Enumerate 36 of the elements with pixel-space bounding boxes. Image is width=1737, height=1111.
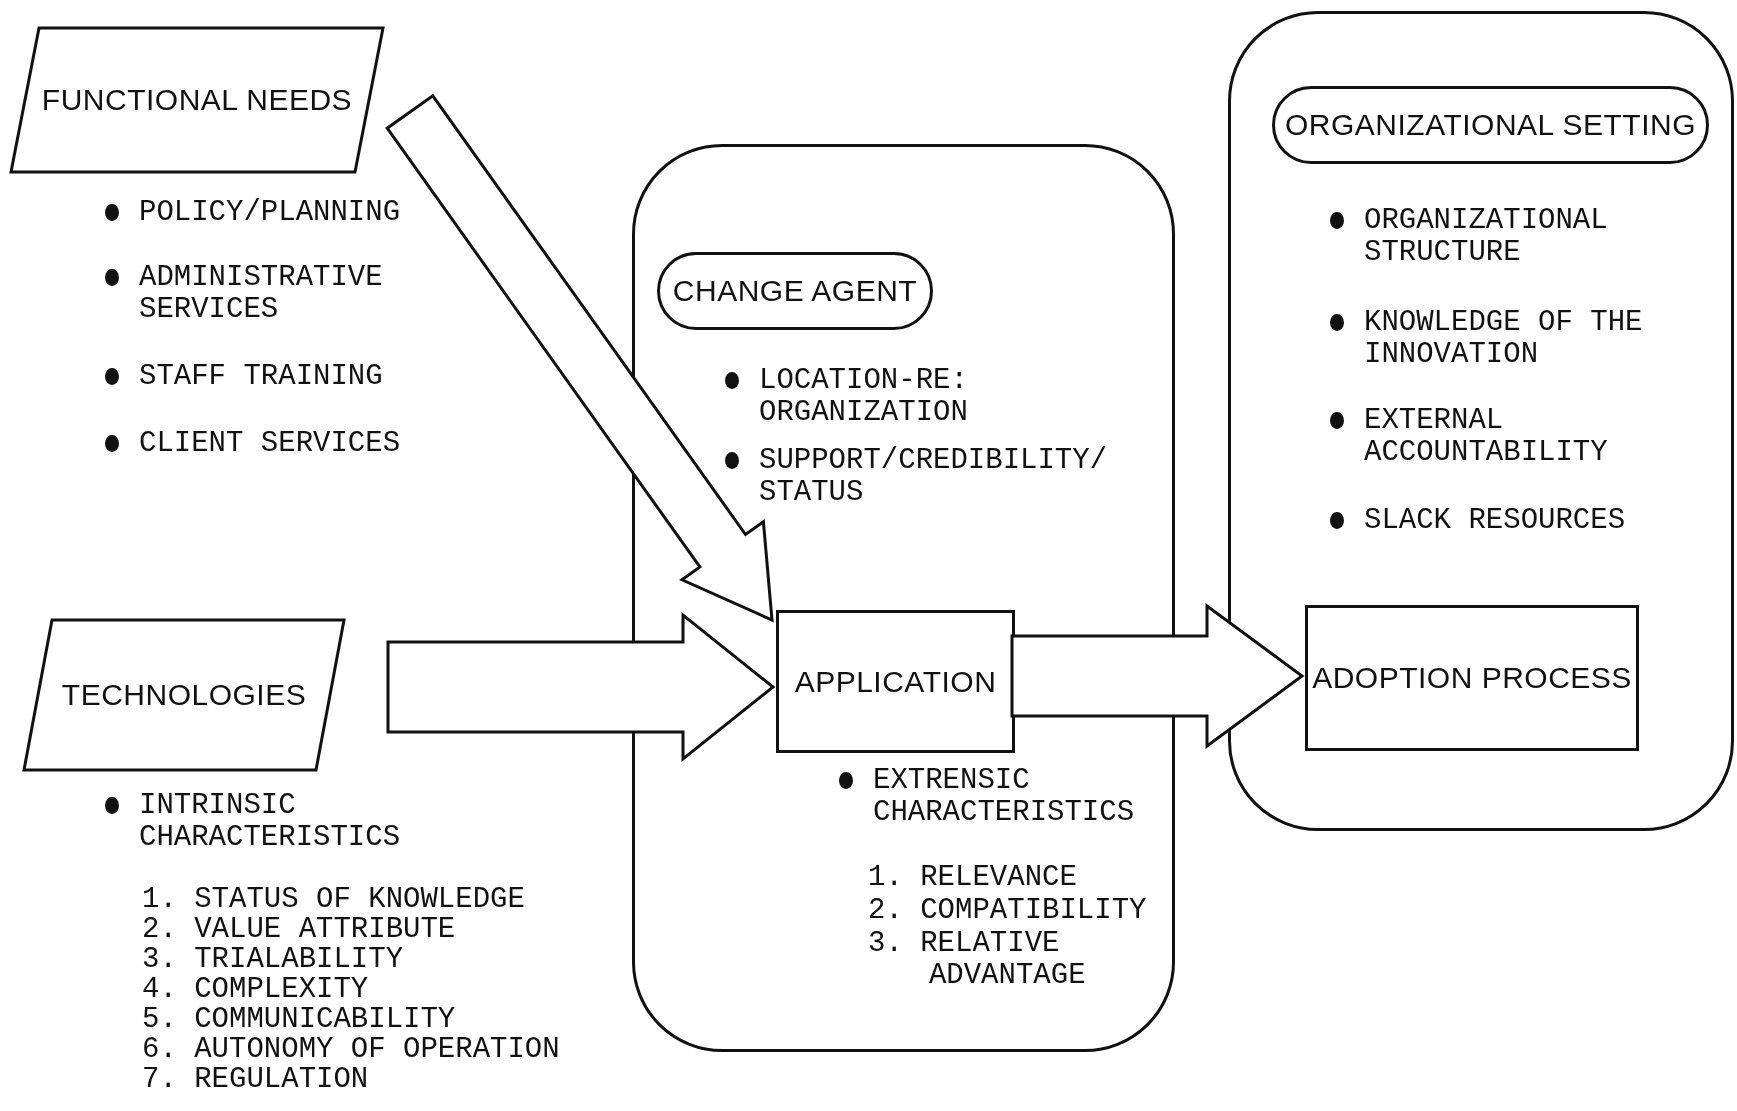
node-title: TECHNOLOGIES <box>61 678 307 712</box>
input-parallelogram <box>24 620 344 770</box>
bullet-text: POLICY/PLANNING <box>139 197 401 229</box>
bullet-text: STAFF TRAINING <box>139 361 383 393</box>
bullet-text: SLACK RESOURCES <box>1364 505 1626 537</box>
numbered-item: 1. STATUS OF KNOWLEDGE <box>142 884 525 916</box>
numbered-item: 5. COMMUNICABILITY <box>142 1004 456 1036</box>
block-arrow <box>386 611 776 763</box>
node-title: APPLICATION <box>794 664 997 699</box>
numbered-item: 6. AUTONOMY OF OPERATION <box>142 1034 560 1066</box>
block-arrow <box>1010 603 1305 749</box>
node-title: ADOPTION PROCESS <box>1312 661 1632 695</box>
block-arrow <box>385 93 774 623</box>
numbered-item: 3. TRIALABILITY <box>142 944 404 976</box>
bullet-text: LOCATION-RE: ORGANIZATION <box>759 365 969 429</box>
numbered-item: 2. VALUE ATTRIBUTE <box>142 914 456 946</box>
rounded-panel <box>1228 11 1734 831</box>
input-parallelogram <box>11 28 383 172</box>
bullet-text: ADMINISTRATIVE SERVICES <box>139 262 384 326</box>
bullet-text: CLIENT SERVICES <box>139 428 401 460</box>
numbered-item: 2. COMPATIBILITY <box>868 895 1147 927</box>
node-title: FUNCTIONAL NEEDS <box>41 83 353 117</box>
numbered-item: 1. RELEVANCE <box>868 862 1077 894</box>
bullet-text: EXTRENSIC CHARACTERISTICS <box>873 765 1136 829</box>
numbered-item: 3. RELATIVE ADVANTAGE <box>868 928 1087 992</box>
process-box <box>1305 605 1639 751</box>
numbered-item: 7. REGULATION <box>142 1064 369 1096</box>
bullet-text: SUPPORT/CREDIBILITY/ STATUS <box>759 445 1109 509</box>
bullet-text: KNOWLEDGE OF THE INNOVATION <box>1364 307 1644 371</box>
bullet-text: INTRINSIC CHARACTERISTICS <box>139 790 402 854</box>
bullet-text: ORGANIZATIONAL STRUCTURE <box>1364 205 1609 269</box>
node-title: CHANGE AGENT <box>672 274 918 308</box>
bullet-text: EXTERNAL ACCOUNTABILITY <box>1364 405 1609 469</box>
process-box <box>776 610 1015 753</box>
numbered-item: 4. COMPLEXITY <box>142 974 369 1006</box>
node-title: ORGANIZATIONAL SETTING <box>1284 108 1696 142</box>
